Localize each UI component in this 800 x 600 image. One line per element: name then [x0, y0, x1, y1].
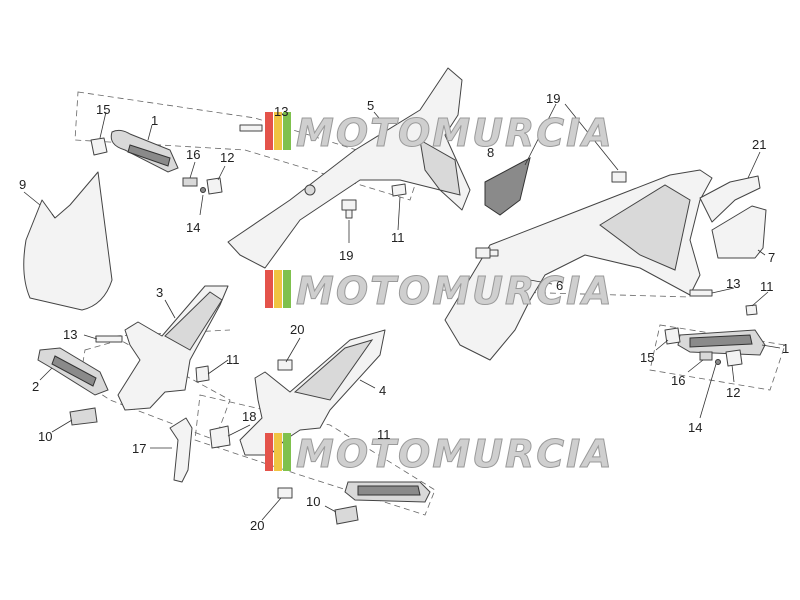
callout-18: 18	[242, 409, 256, 424]
part-19-bolt-right	[611, 171, 627, 183]
callout-15-right: 15	[640, 350, 654, 365]
callout-16-left: 16	[186, 147, 200, 162]
callout-13-left: 13	[63, 327, 77, 342]
part-11-clip-left	[391, 183, 407, 197]
watermark-text-bottom: MOTOMURCIA	[296, 432, 614, 476]
watermark-top: MOTOMURCIA	[265, 111, 614, 156]
callout-11-top: 11	[391, 230, 405, 245]
part-15-clip-left	[90, 137, 108, 156]
callout-9: 9	[19, 177, 26, 192]
callout-21: 21	[752, 137, 766, 152]
callout-19-left: 19	[339, 248, 353, 263]
part-19-bolt-mid	[475, 247, 499, 259]
watermark-text-middle: MOTOMURCIA	[296, 269, 614, 313]
callout-1-right: 1	[782, 341, 789, 356]
callout-14-right: 14	[688, 420, 702, 435]
part-9-fender	[23, 171, 113, 311]
callout-1-left: 1	[151, 113, 158, 128]
callout-7: 7	[768, 250, 775, 265]
callout-10-bottom: 10	[306, 494, 320, 509]
callout-13-right: 13	[726, 276, 740, 291]
watermark-middle: MOTOMURCIA	[265, 269, 614, 314]
watermark-bottom: MOTOMURCIA	[265, 432, 614, 477]
part-3-footrest-bracket	[117, 285, 229, 411]
part-1-footpeg-left	[110, 129, 179, 173]
callout-6: 6	[556, 278, 563, 293]
part-19-bolt-left	[341, 199, 357, 219]
callout-19-right: 19	[546, 91, 560, 106]
callout-17: 17	[132, 441, 146, 456]
callout-11-bottom: 11	[377, 427, 391, 442]
part-1-footpeg-right	[677, 329, 766, 356]
part-2-footpeg	[37, 347, 109, 396]
part-6-frame-panel-right	[444, 169, 713, 361]
callout-13-top: 13	[274, 104, 288, 119]
part-18-washer	[209, 425, 231, 449]
callout-5: 5	[367, 98, 374, 113]
callout-14-left: 14	[186, 220, 200, 235]
part-12-clip-right	[725, 349, 743, 367]
part-11-clip-mid	[195, 365, 210, 383]
callout-12-right: 12	[726, 385, 740, 400]
part-13-bolt-top	[239, 124, 263, 132]
part-12-clip-left	[206, 177, 223, 195]
part-13-bolt-left	[95, 335, 123, 343]
callout-15-left: 15	[96, 102, 110, 117]
part-7-cover	[711, 205, 767, 259]
part-11-clip-right	[745, 304, 758, 316]
part-15-clip-right	[664, 327, 681, 345]
part-17-plate	[169, 417, 193, 483]
part-14-pin-right	[715, 359, 721, 365]
callout-16-right: 16	[671, 373, 685, 388]
part-20-bolt-top	[277, 359, 293, 371]
part-16-spring-right	[699, 351, 713, 361]
part-8-reflector	[484, 157, 531, 216]
callout-leaders	[23, 103, 781, 521]
callout-11-right: 11	[760, 279, 774, 294]
part-10-spring-left	[69, 407, 98, 426]
part-21-cover	[699, 175, 761, 223]
callout-10-left: 10	[38, 429, 52, 444]
callout-11-mid: 11	[226, 352, 240, 367]
callout-8: 8	[487, 145, 494, 160]
part-5-frame-panel-left	[227, 67, 471, 269]
callout-3: 3	[156, 285, 163, 300]
callout-12-left: 12	[220, 150, 234, 165]
part-16-spring-left	[182, 177, 198, 187]
callout-labels: 15 1 16 12 14 9 13 5 8 19 11 19 6 21 7 1…	[19, 91, 789, 533]
watermark-text-top: MOTOMURCIA	[296, 111, 614, 155]
part-10-spring-bottom	[334, 505, 359, 525]
callout-2: 2	[32, 379, 39, 394]
part-13-bolt-right	[689, 289, 713, 297]
part-20-bolt-bottom	[277, 487, 293, 499]
part-4-footrest-bracket	[239, 329, 386, 456]
part-14-pin-left	[200, 187, 206, 193]
callout-20-top: 20	[290, 322, 304, 337]
part-footpeg-bottom	[344, 481, 431, 503]
callout-20-bottom: 20	[250, 518, 264, 533]
callout-4: 4	[379, 383, 386, 398]
